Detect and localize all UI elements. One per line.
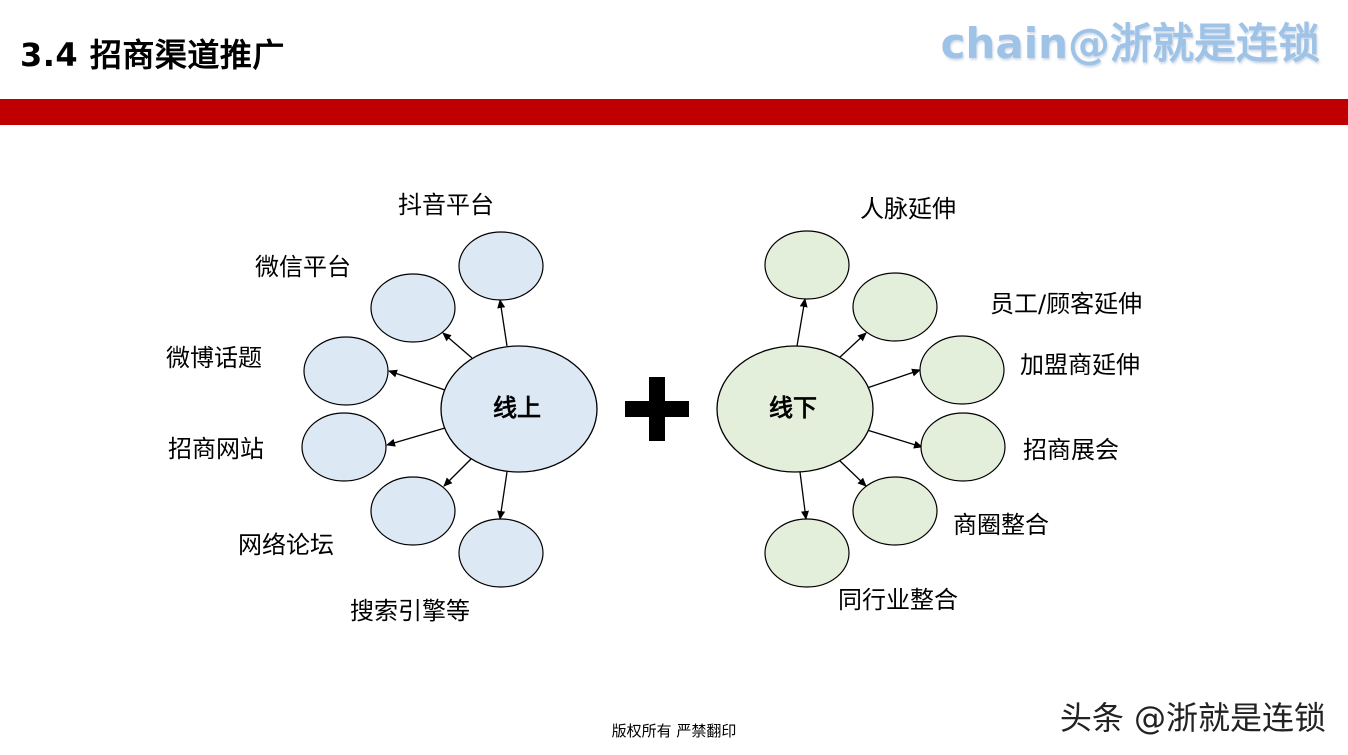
- offline-channel-label: 商圈整合: [953, 511, 1049, 539]
- online-arrows: [386, 299, 508, 520]
- online-satellites: [301, 231, 544, 588]
- offline-channel-label: 同行业整合: [838, 586, 958, 614]
- offline-arrows: [796, 298, 923, 520]
- offline-satellites: [764, 230, 1006, 588]
- plus-icon: [625, 377, 689, 441]
- online-channel-label: 微博话题: [166, 344, 262, 372]
- offline-channel-label: 人脉延伸: [860, 195, 956, 223]
- arrow-offline-6: [799, 471, 809, 520]
- arrow-offline-4: [866, 429, 923, 449]
- slide-title: 3.4 招商渠道推广: [20, 36, 285, 74]
- node-offline-6: [764, 518, 850, 588]
- node-offline-3: [919, 335, 1005, 405]
- arrow-online-1: [497, 299, 508, 347]
- offline-channel-label: 员工/顾客延伸: [990, 290, 1143, 318]
- offline-channel-label: 加盟商延伸: [1020, 351, 1140, 379]
- online-channel-label: 微信平台: [255, 253, 351, 281]
- arrow-offline-3: [866, 368, 921, 389]
- online-hub-circle: [440, 345, 598, 473]
- node-offline-5: [852, 476, 938, 546]
- online-channel-label: 网络论坛: [238, 531, 334, 559]
- node-online-3: [303, 336, 389, 406]
- online-channel-label: 抖音平台: [398, 191, 494, 219]
- online-channel-label: 搜索引擎等: [350, 597, 470, 625]
- copyright-footer: 版权所有 严禁翻印: [611, 722, 737, 740]
- arrow-online-4: [386, 427, 446, 447]
- node-offline-1: [764, 230, 850, 300]
- node-online-2: [370, 273, 456, 343]
- arrow-offline-5: [838, 459, 867, 487]
- arrow-online-5: [443, 458, 472, 487]
- online-hub-label: 线上: [493, 394, 541, 422]
- node-online-1: [458, 231, 544, 301]
- offline-channel-label: 招商展会: [1023, 436, 1119, 464]
- title-divider-bar: [0, 99, 1348, 125]
- node-offline-2: [852, 272, 938, 342]
- node-offline-4: [920, 412, 1006, 482]
- arrow-online-3: [388, 369, 446, 391]
- arrow-offline-2: [838, 332, 867, 359]
- arrow-online-2: [442, 332, 473, 359]
- source-watermark: 头条 @浙就是连锁: [1059, 699, 1326, 737]
- offline-hub-circle: [716, 345, 874, 473]
- arrow-online-6: [497, 471, 508, 520]
- offline-hub-label: 线下: [769, 394, 817, 422]
- node-online-4: [301, 412, 387, 482]
- node-online-5: [370, 476, 456, 546]
- brand-logo-text: chain@浙就是连锁: [940, 19, 1320, 68]
- node-online-6: [458, 518, 544, 588]
- online-channel-label: 招商网站: [168, 435, 264, 463]
- arrow-offline-1: [796, 298, 808, 347]
